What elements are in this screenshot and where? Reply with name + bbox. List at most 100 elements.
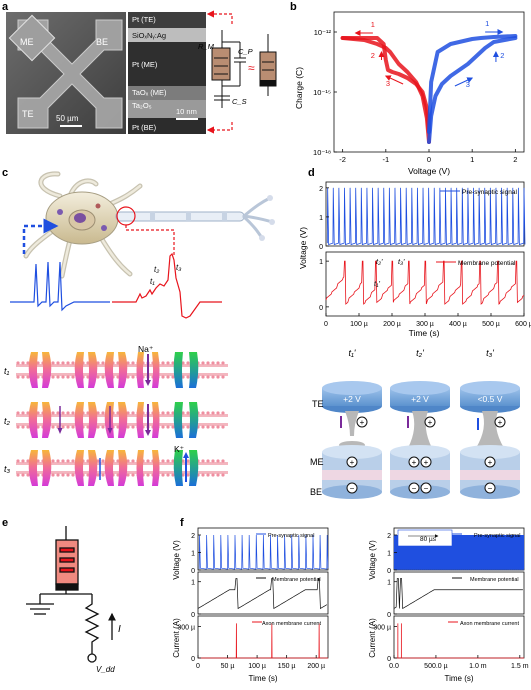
- tem-label-pt-be: Pt (BE): [132, 123, 157, 132]
- chart-d-xtick-label: 100 µ: [350, 321, 368, 328]
- lipid-head: [166, 411, 170, 415]
- lipid-head: [126, 375, 130, 379]
- chart-b-series-red: [340, 36, 431, 134]
- lipid-head: [101, 375, 105, 379]
- lipid-head: [216, 459, 220, 463]
- lipid-head: [171, 375, 175, 379]
- lipid-head: [221, 459, 225, 463]
- be-bottom: [390, 485, 450, 499]
- lipid-head: [61, 375, 65, 379]
- chart-d-legend-pre: Pre-synaptic signal: [462, 189, 517, 196]
- lipid-head: [86, 375, 90, 379]
- lipid-head: [211, 459, 215, 463]
- ytick-label: 0: [387, 656, 391, 663]
- time-label-t1: t₁: [4, 366, 10, 376]
- lipid-head: [101, 459, 105, 463]
- lipid-head: [211, 375, 215, 379]
- lipid-head: [26, 361, 30, 365]
- lipid-head: [56, 459, 60, 463]
- me-charge-symbol: [420, 456, 432, 468]
- closed-channel-left: [74, 402, 84, 438]
- action-potential-trace: [112, 252, 222, 319]
- lipid-head: [26, 425, 30, 429]
- vdd-label: V_dd: [96, 665, 115, 674]
- lipid-head: [161, 411, 165, 415]
- lipid-head: [51, 411, 55, 415]
- lipid-head: [101, 411, 105, 415]
- chart-fl-legend-mem: Membrane potential: [272, 577, 321, 583]
- insulator-layer: [460, 470, 520, 480]
- lipid-head: [116, 411, 120, 415]
- sem-label-be: BE: [96, 37, 108, 47]
- chart-b-xlabel: Voltage (V): [408, 166, 450, 176]
- lipid-head: [71, 375, 75, 379]
- lipid-head: [56, 473, 60, 477]
- lipid-head: [201, 473, 205, 477]
- chart-fr-ylabel-v: Voltage (V): [368, 540, 377, 580]
- lipid-head: [131, 375, 135, 379]
- lipid-head: [21, 361, 25, 365]
- lipid-head: [96, 425, 100, 429]
- filament-title: t₂': [416, 348, 424, 358]
- chart-fl-xlabel: Time (s): [248, 674, 277, 683]
- ap-label-t3: t₃: [176, 263, 181, 272]
- lipid-head: [186, 361, 190, 365]
- panel-label-f: f: [180, 517, 184, 529]
- lipid-head: [16, 361, 20, 365]
- lipid-head: [86, 411, 90, 415]
- lipid-head: [26, 473, 30, 477]
- me-charge-plus: +: [412, 458, 417, 467]
- lipid-head: [221, 425, 225, 429]
- lipid-head: [181, 361, 185, 365]
- panel-label-d: d: [308, 167, 315, 179]
- lipid-head: [86, 473, 90, 477]
- ytick-label: 1: [191, 551, 195, 558]
- chart-b-xtick-label: -2: [339, 155, 346, 164]
- lipid-head: [86, 425, 90, 429]
- chart-b-ytick-label: 10⁻¹⁸: [313, 148, 331, 157]
- k-channel-right: [189, 402, 199, 438]
- ag-ion-plus: +: [428, 418, 433, 427]
- membrane-line: [393, 578, 523, 610]
- te-disk-top: [322, 381, 382, 395]
- lipid-head: [116, 459, 120, 463]
- lipid-head: [116, 375, 120, 379]
- chart-fl-legend-cur: Axon membrane current: [262, 621, 321, 627]
- lipid-head: [21, 375, 25, 379]
- filament-title: t₁': [348, 348, 355, 358]
- k-channel-left: [173, 402, 183, 438]
- chart-b-ylabel: Charge (C): [294, 67, 304, 109]
- ag-filament: [476, 411, 504, 448]
- me-charge-plus: +: [424, 458, 429, 467]
- panel-e-circuit: [26, 526, 116, 663]
- ytick-label: 0: [387, 612, 391, 619]
- lipid-head: [166, 361, 170, 365]
- lipid-head: [206, 361, 210, 365]
- chart-b-arrow-label: 1: [485, 19, 489, 28]
- closed-channel-right: [118, 450, 128, 486]
- na-flux-arrowhead: [57, 428, 63, 434]
- closed-channel-left: [28, 402, 38, 438]
- lipid-head: [56, 361, 60, 365]
- ytick-label: 1: [191, 580, 195, 587]
- lipid-head: [36, 361, 40, 365]
- lipid-head: [206, 375, 210, 379]
- be-charge-symbol: [408, 482, 420, 494]
- chart-fr-legend-cur: Axon membrane current: [460, 621, 519, 627]
- xtick-label: 200 µ: [307, 663, 325, 670]
- lipid-head: [36, 411, 40, 415]
- lipid-head: [61, 411, 65, 415]
- te-disk-top: [390, 381, 450, 395]
- chart-b-direction-arrow: [384, 75, 404, 85]
- chart-fl-legend-pre: Pre-synaptic signal: [268, 533, 314, 539]
- closed-channel-right: [42, 450, 52, 486]
- sem-label-te: TE: [22, 109, 34, 119]
- lipid-head: [26, 459, 30, 463]
- inset-box: [397, 529, 453, 547]
- chart-d-ytick-label: 1: [319, 215, 323, 222]
- na-channel-right: [152, 402, 160, 438]
- lipid-head: [21, 425, 25, 429]
